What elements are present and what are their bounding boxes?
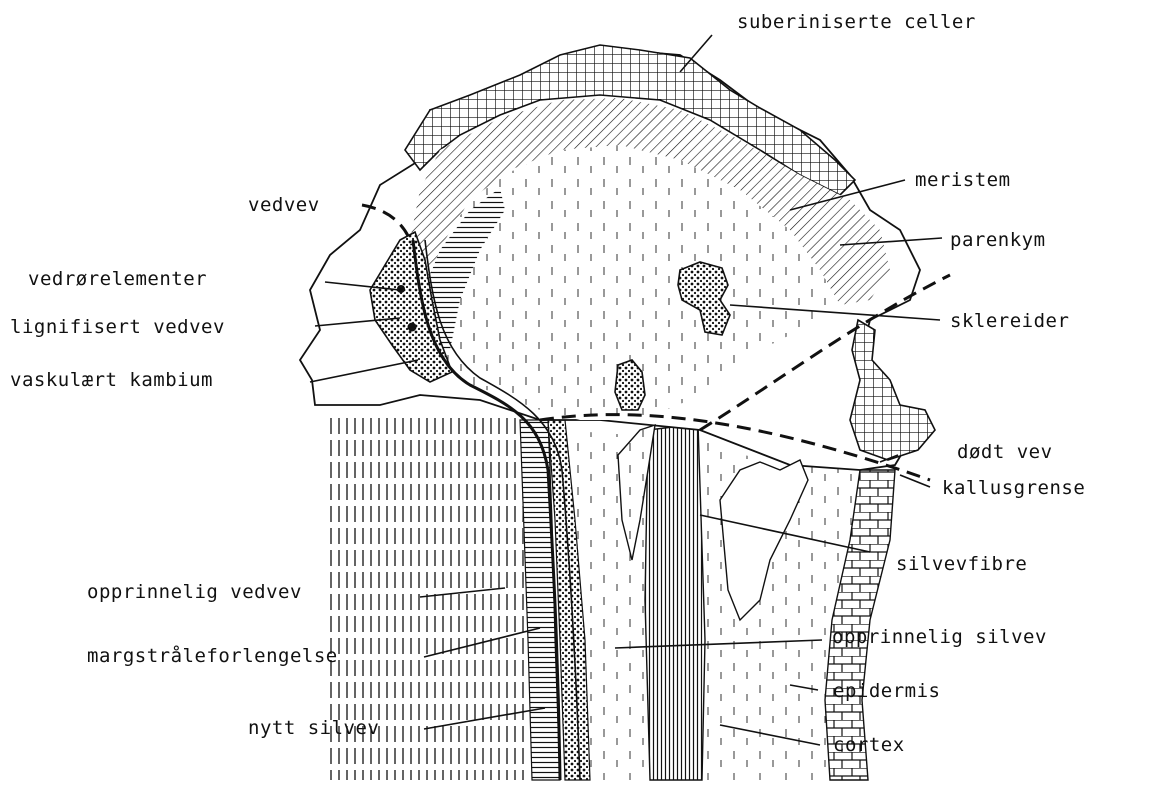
label-lignifisert-vedvev: lignifisert vedvev: [10, 316, 225, 338]
dead-tissue-patch: [850, 320, 935, 460]
label-cortex: cortex: [833, 734, 905, 756]
label-dodt-vev: dødt vev: [957, 441, 1053, 463]
original-phloem-band: [645, 424, 705, 780]
label-parenkym: parenkym: [950, 229, 1046, 251]
label-opprinnelig-vedvev: opprinnelig vedvev: [87, 581, 302, 603]
label-epidermis: epidermis: [833, 680, 940, 702]
label-meristem: meristem: [915, 169, 1011, 191]
label-silvevfibre: silvevfibre: [896, 553, 1027, 575]
label-kallusgrense: kallusgrense: [942, 477, 1085, 499]
label-sklereider: sklereider: [950, 310, 1069, 332]
label-margstraleforlengelse: margstråleforlengelse: [87, 644, 338, 667]
label-nytt-silvev: nytt silvev: [248, 717, 379, 739]
cortex-region: [560, 430, 860, 780]
label-vedvev: vedvev: [248, 194, 320, 216]
label-opprinnelig-silvev: opprinnelig silvev: [832, 626, 1047, 648]
label-suberiniserte-celler: suberiniserte celler: [737, 11, 976, 33]
label-vedrorelementer: vedrørelementer: [28, 268, 207, 290]
label-vaskulaert-kambium: vaskulært kambium: [10, 369, 213, 391]
